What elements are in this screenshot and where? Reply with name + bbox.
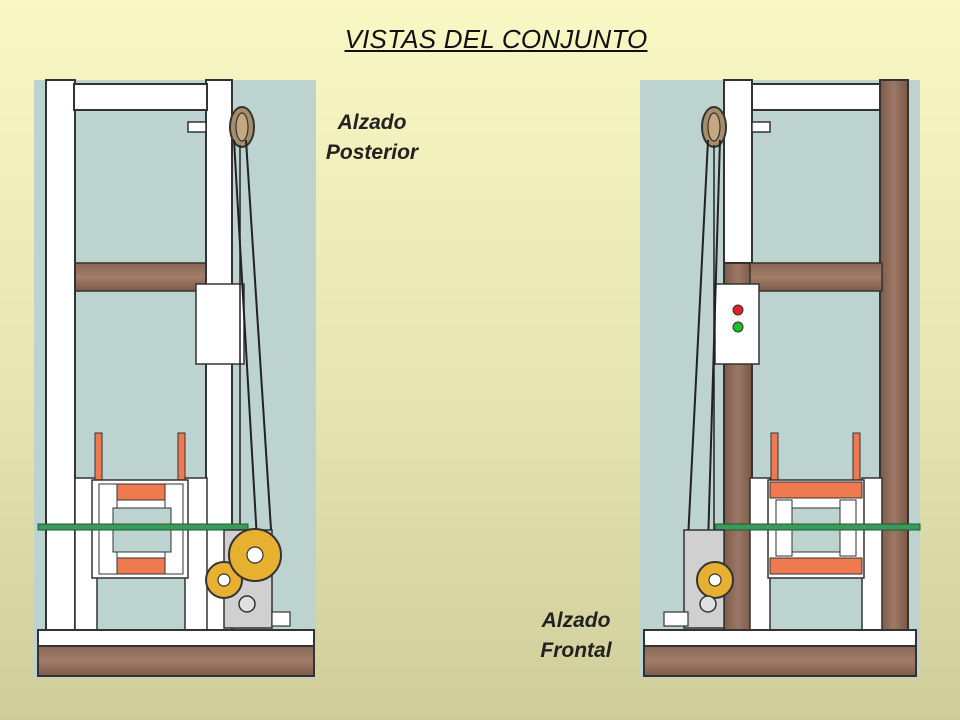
rear-shaft-gear	[238, 595, 256, 613]
front-wood-crossbar	[749, 262, 883, 292]
rear-green-rod	[37, 523, 249, 531]
front-cable-1	[687, 139, 709, 541]
front-base-wood	[643, 645, 917, 677]
rear-top-beam	[73, 83, 208, 111]
rear-base-wood	[37, 645, 315, 677]
rear-elevation-view	[34, 79, 316, 678]
front-red-button	[732, 304, 744, 316]
rear-left-post	[45, 79, 76, 633]
front-inner-post-2	[749, 477, 771, 633]
rear-bracket	[195, 283, 245, 365]
front-inner-post	[861, 477, 883, 633]
front-motor-foot	[663, 611, 689, 627]
page-title: VISTAS DEL CONJUNTO	[344, 24, 648, 54]
label-alzado-posterior: Alzado Posterior	[322, 108, 422, 168]
rear-cable-2	[245, 139, 273, 546]
front-top-beam	[751, 83, 883, 111]
front-left-white-post	[723, 79, 753, 266]
front-right-wood-post	[879, 79, 909, 633]
front-pulley-axle	[751, 121, 771, 133]
label-frontal-line2: Frontal	[540, 639, 612, 662]
rear-motor-foot	[271, 611, 291, 627]
front-elevation-view	[640, 79, 921, 678]
label-posterior-line2: Posterior	[325, 141, 419, 164]
rear-wood-crossbar	[73, 262, 209, 292]
rear-cable-1	[233, 139, 258, 541]
front-green-rod	[714, 523, 921, 531]
rear-pulley-axle	[187, 121, 207, 133]
front-green-button	[732, 321, 744, 333]
label-posterior-line1: Alzado	[337, 111, 407, 134]
label-alzado-frontal: Alzado Frontal	[526, 606, 626, 666]
front-shaft-gear	[699, 595, 717, 613]
label-frontal-line1: Alzado	[541, 609, 611, 632]
